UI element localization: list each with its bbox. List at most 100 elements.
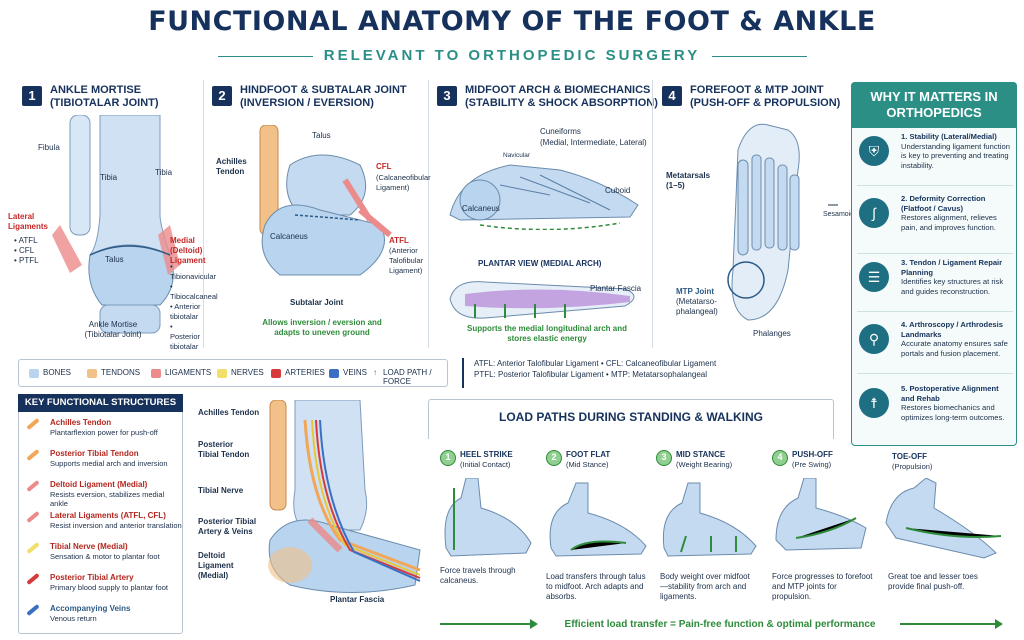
- ligament-icon: [26, 479, 40, 493]
- phase-subtitle: (Weight Bearing): [676, 460, 733, 469]
- ankle-mortise-illustration: [52, 115, 180, 334]
- label-plantar-fascia: Plantar Fascia: [590, 284, 642, 293]
- label-medial-ligament: Medial (Deltoid) Ligament: [170, 236, 206, 265]
- phase-title: PUSH-OFF: [792, 450, 833, 459]
- label-tibia-bone: Tibia: [100, 173, 118, 182]
- section-3-number: 3: [437, 86, 457, 106]
- legend-swatch-ligaments: [151, 369, 161, 378]
- list-item: Deltoid Ligament (Medial)Resists eversio…: [22, 479, 182, 508]
- label-achilles-tendon: Achilles Tendon: [216, 157, 247, 176]
- phase-title: FOOT FLAT: [566, 450, 611, 459]
- label-mtp-joint: MTP Joint: [676, 287, 715, 296]
- list-item: Tibial Nerve (Medial)Sensation & motor t…: [22, 541, 182, 570]
- load-transfer-arrows: [440, 619, 1003, 629]
- label-metatarsals: Metatarsals (1–5): [666, 171, 711, 190]
- gait-phase-illustrations: [444, 478, 1002, 559]
- label-tibial-nerve: Tibial Nerve: [198, 486, 244, 495]
- legend-label: ARTERIES: [285, 368, 325, 377]
- label-phalanges: Phalanges: [753, 329, 791, 338]
- hindfoot-caption: Allows inversion / eversion and adapts t…: [262, 318, 382, 337]
- forefoot-illustration: [727, 123, 838, 321]
- phase-description: Body weight over midfoot—stability from …: [660, 572, 750, 601]
- label-navicular: Navicular: [503, 152, 531, 159]
- why-item: ∫2. Deformity Correction (Flatfoot / Cav…: [857, 190, 1013, 254]
- divider: [203, 80, 204, 348]
- label-talus: Talus: [312, 131, 331, 140]
- artery-icon: [26, 572, 40, 586]
- label-tibia: Tibia: [155, 168, 173, 177]
- abbreviations: ATFL: Anterior Talofibular Ligament • CF…: [462, 358, 792, 388]
- label-calcaneus: Calcaneus: [462, 204, 500, 213]
- label-deltoid-ligament: Deltoid Ligament (Medial): [198, 551, 234, 580]
- label-lateral-ligaments: Lateral Ligaments: [8, 212, 49, 231]
- label-ankle-mortise: Ankle Mortise(Tibiotalar Joint): [84, 320, 142, 339]
- phase-title: MID STANCE: [676, 450, 726, 459]
- up-arrow-icon: ↑: [373, 368, 377, 377]
- subtitle-rule-right: [712, 56, 807, 57]
- label-plantar-fascia: Plantar Fascia: [330, 595, 385, 604]
- why-it-matters-title: WHY IT MATTERS IN ORTHOPEDICS: [851, 82, 1017, 128]
- load-paths-title: LOAD PATHS DURING STANDING & WALKING: [499, 410, 763, 424]
- label-posterior-tibial-artery: Posterior Tibial Artery & Veins: [198, 517, 257, 536]
- plantar-fascia-illustration: [449, 281, 635, 319]
- label-atfl: ATFL: [389, 236, 409, 245]
- legend-swatch-arteries: [271, 369, 281, 378]
- section-2-number: 2: [212, 86, 232, 106]
- load-transfer-caption: Efficient load transfer = Pain-free func…: [564, 619, 876, 630]
- section-4-title: FOREFOOT & MTP JOINT(PUSH-OFF & PROPULSI…: [690, 84, 841, 109]
- phase-number: 3: [656, 450, 672, 466]
- midfoot-arch-illustration: [449, 164, 639, 230]
- legend-label: NERVES: [231, 368, 264, 377]
- label-cfl: CFL: [376, 162, 392, 171]
- label-cuneiforms: Cuneiforms: [540, 127, 581, 136]
- walking-icon: ☨: [859, 388, 889, 418]
- hindfoot-illustration: [259, 125, 392, 276]
- page-title: FUNCTIONAL ANATOMY OF THE FOOT & ANKLE: [148, 6, 876, 37]
- color-legend: BONES TENDONS LIGAMENTS NERVES ARTERIES …: [18, 359, 448, 387]
- legend-swatch-veins: [329, 369, 339, 378]
- section-3-title: MIDFOOT ARCH & BIOMECHANICS(STABILITY & …: [465, 84, 658, 109]
- ligament-icon: [26, 510, 40, 524]
- legend-swatch-bones: [29, 369, 39, 378]
- label-posterior-tibial-tendon: Posterior Tibial Tendon: [198, 440, 250, 459]
- phase-description: Force travels through calcaneus.: [440, 566, 516, 585]
- phase-subtitle: (Initial Contact): [460, 460, 511, 469]
- shield-icon: ⛨: [859, 136, 889, 166]
- arthroscope-icon: ⚲: [859, 324, 889, 354]
- subtitle-rule-left: [218, 56, 313, 57]
- tendon-icon: [26, 448, 40, 462]
- label-cfl-full: (Calcaneofibular Ligament): [376, 173, 431, 192]
- legend-label: VEINS: [343, 368, 368, 377]
- list-item: Lateral Ligaments (ATFL, CFL)Resist inve…: [22, 510, 182, 539]
- medial-ligament-list: • Tibionavicular• Tibiocalcaneal• Anteri…: [170, 262, 218, 351]
- section-1-title: ANKLE MORTISE(TIBIOTALAR JOINT): [50, 84, 159, 109]
- label-achilles-tendon: Achilles Tendon: [198, 408, 260, 417]
- label-plantar-view: PLANTAR VIEW (MEDIAL ARCH): [478, 259, 602, 268]
- legend-label: LIGAMENTS: [165, 368, 212, 377]
- vein-icon: [26, 603, 40, 617]
- legend-label: TENDONS: [101, 368, 141, 377]
- label-calcaneus: Calcaneus: [270, 232, 308, 241]
- lateral-ligament-list: • ATFL• CFL• PTFL: [14, 236, 39, 265]
- legend-swatch-nerves: [217, 369, 227, 378]
- clipboard-icon: ☰: [859, 262, 889, 292]
- section-2-title: HINDFOOT & SUBTALAR JOINT(INVERSION / EV…: [240, 84, 407, 109]
- legend-label: LOAD PATH / FORCE: [383, 368, 432, 386]
- label-subtalar-joint: Subtalar Joint: [290, 298, 344, 307]
- page-subtitle: RELEVANT TO ORTHOPEDIC SURGERY: [323, 47, 701, 64]
- phase-subtitle: (Propulsion): [892, 462, 933, 471]
- load-paths-panel: [428, 399, 834, 439]
- phase-number: 1: [440, 450, 456, 466]
- label-talus: Talus: [105, 255, 124, 264]
- divider: [652, 80, 653, 348]
- phase-number: 2: [546, 450, 562, 466]
- key-structures-title: KEY FUNCTIONAL STRUCTURES: [18, 394, 183, 412]
- section-4-number: 4: [662, 86, 682, 106]
